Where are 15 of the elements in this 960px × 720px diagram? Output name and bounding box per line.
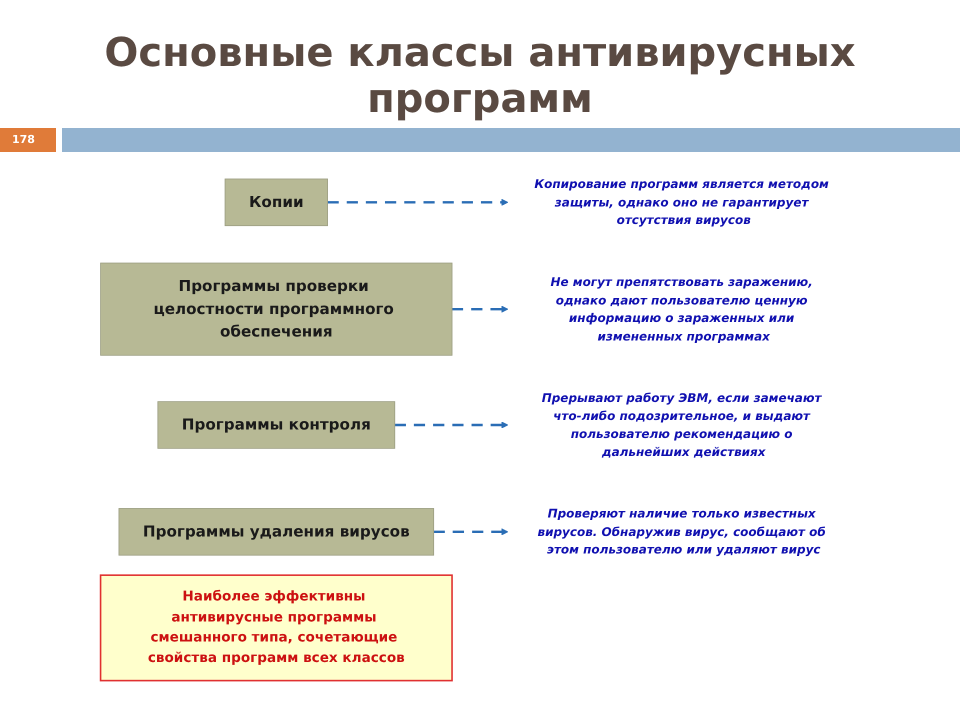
node-box: Программы проверки целостности программного обеспечения	[100, 262, 452, 356]
node-box: Наиболее эффективны антивирусные программы смешанного типа, сочетающие свойства программ всех классов	[100, 574, 453, 682]
node-box: Копии	[224, 178, 328, 226]
node-box: Программы удаления вирусов	[118, 508, 434, 556]
arrow	[434, 528, 508, 536]
node-text: Копирование программ является методом защиты, однако оно не гарантирует отсутствия вирусов	[534, 176, 829, 228]
node-text: Прерывают работу ЭВМ, если замечают что-либо подозрительное, и выдают пользователю рекомендацию о дальнейших действиях	[542, 390, 822, 459]
node-box: Программы контроля	[157, 401, 396, 449]
arrow	[328, 198, 508, 206]
node-text: Не могут препятствовать заражению, однако дают пользователю ценную информацию о зараженных или измененных программах	[550, 274, 813, 344]
node-text: Проверяют наличие только известных вирусов. Обнаружив вирус, сообщают об этом пользователю или удаляют вирус	[538, 506, 826, 557]
slide-title: Основные классы антивирусных программ	[103, 30, 857, 122]
page-number: 178	[0, 128, 56, 152]
arrow	[394, 421, 508, 428]
arrow	[452, 306, 508, 313]
